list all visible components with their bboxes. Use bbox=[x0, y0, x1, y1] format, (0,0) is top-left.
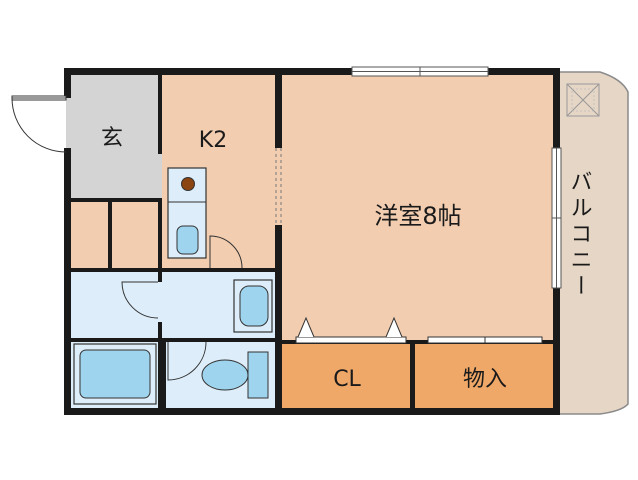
closet-label: CL bbox=[333, 367, 361, 392]
entrance-door-icon bbox=[11, 95, 67, 153]
kitchen-sink-icon bbox=[176, 225, 199, 255]
toilet-bowl-icon bbox=[201, 359, 249, 391]
closet-floor bbox=[280, 342, 414, 414]
toilet-door-icon bbox=[167, 341, 207, 381]
kitchen-door-icon bbox=[209, 235, 243, 269]
western-room-label: 洋室8帖 bbox=[374, 202, 461, 230]
entrance-floor bbox=[66, 72, 162, 200]
entrance-label: 玄 bbox=[101, 126, 123, 151]
washbasin-icon bbox=[239, 285, 269, 327]
storage-label: 物入 bbox=[463, 367, 507, 392]
western-room-floor bbox=[280, 72, 556, 342]
aircon-unit bbox=[566, 83, 600, 117]
storage-sliding-door bbox=[427, 336, 543, 344]
windows bbox=[351, 66, 562, 289]
shoe-cabinet bbox=[66, 200, 162, 270]
storage-floor bbox=[414, 342, 556, 414]
washroom-door-icon bbox=[121, 281, 159, 319]
kitchen-label: K2 bbox=[199, 128, 227, 153]
balcony-area bbox=[555, 71, 629, 415]
closet-sliding-door bbox=[295, 316, 407, 344]
toilet-tank-icon bbox=[247, 351, 269, 399]
balcony-label: バルコニー bbox=[567, 170, 592, 300]
stove-burner-icon bbox=[181, 177, 195, 191]
